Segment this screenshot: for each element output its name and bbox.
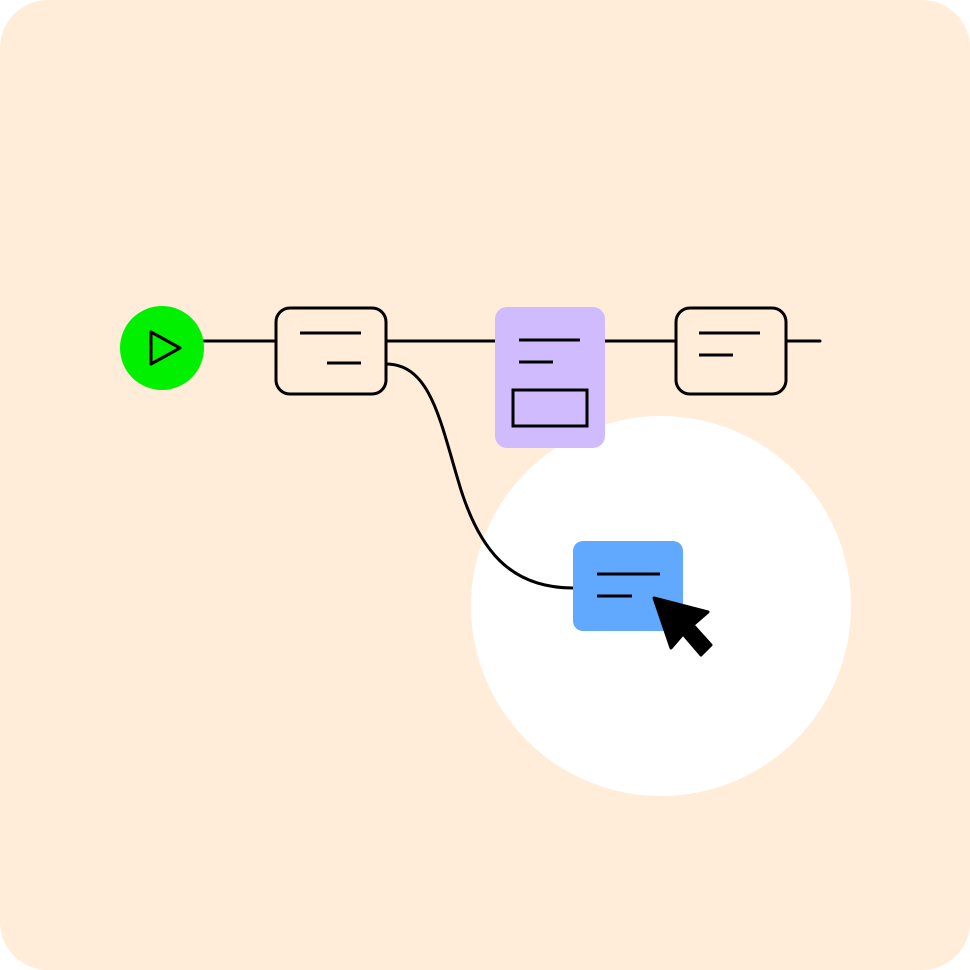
step-3-box[interactable]: [674, 306, 788, 396]
workflow-node-branch[interactable]: [573, 541, 683, 631]
step-2-box[interactable]: [495, 307, 605, 448]
start-node[interactable]: [120, 306, 204, 390]
workflow-node-step-1[interactable]: [274, 306, 388, 396]
connectors: [201, 339, 822, 590]
mouse-cursor-icon: [652, 596, 713, 657]
step-2-input-field[interactable]: [511, 388, 589, 428]
workflow-node-step-2[interactable]: [495, 307, 605, 448]
step-1-box[interactable]: [274, 306, 388, 396]
edge-step-1-to-branch: [384, 362, 575, 590]
start-node-circle[interactable]: [120, 306, 204, 390]
workflow-node-step-3[interactable]: [674, 306, 788, 396]
play-icon: [149, 330, 182, 366]
branch-box[interactable]: [573, 541, 683, 631]
